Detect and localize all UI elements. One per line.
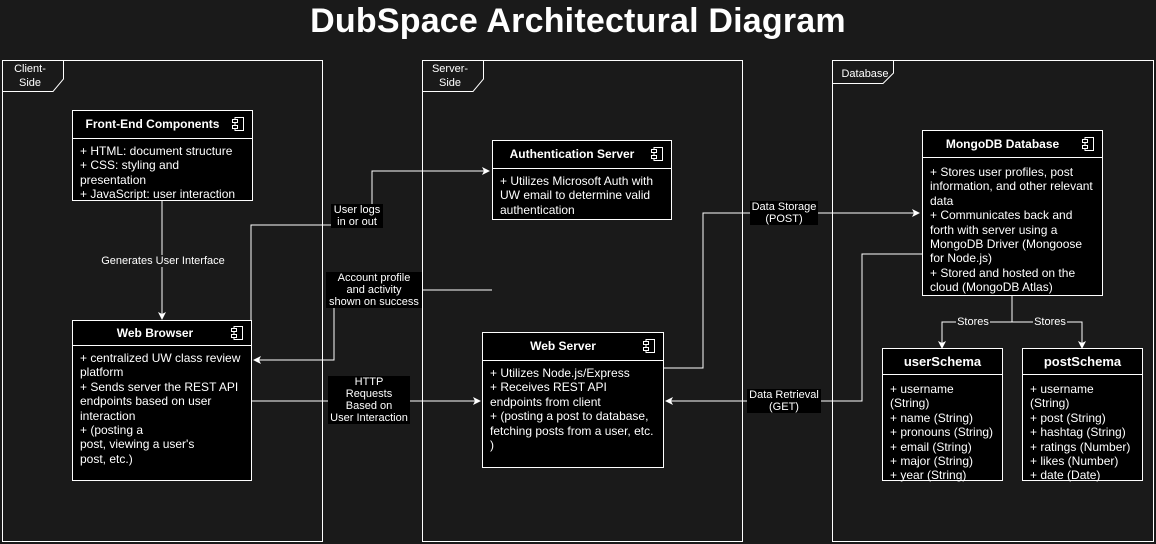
post-schema-title: postSchema — [1023, 349, 1142, 375]
component-icon — [643, 339, 655, 353]
edge-label-account-profile: Account profile and activity shown on su… — [326, 272, 422, 308]
post-schema-fields: + username (String) + post (String) + ha… — [1030, 382, 1131, 483]
mongodb-database-items: + Stores user profiles, post information… — [930, 165, 1093, 295]
authentication-server-title: Authentication Server — [493, 141, 671, 169]
component-icon — [651, 147, 663, 161]
authentication-server-box[interactable]: Authentication Server + Utilizes Microso… — [492, 140, 672, 220]
user-schema-box[interactable]: userSchema + username (String) + name (S… — [882, 348, 1003, 483]
frontend-components-title: Front-End Components — [73, 111, 252, 139]
web-server-title: Web Server — [483, 333, 663, 361]
edge-label-stores-post: Stores — [1033, 316, 1067, 328]
edge-label-data-retrieval: Data Retrieval (GET) — [747, 389, 821, 413]
lane-database: Database — [832, 60, 1154, 542]
user-schema-fields: + username (String) + name (String) + pr… — [890, 382, 994, 483]
lane-database-label: Database — [841, 68, 889, 80]
mongodb-database-title: MongoDB Database — [923, 131, 1102, 158]
component-icon — [231, 326, 243, 340]
edge-label-stores-user: Stores — [956, 316, 990, 328]
web-browser-box[interactable]: Web Browser + centralized UW class revie… — [72, 320, 252, 481]
lane-database-tab: Database — [833, 61, 894, 91]
lane-client-label: Client- Side — [14, 63, 46, 89]
diagram-title: DubSpace Architectural Diagram — [310, 2, 846, 40]
mongodb-database-box[interactable]: MongoDB Database + Stores user profiles,… — [922, 130, 1103, 296]
web-server-box[interactable]: Web Server + Utilizes Node.js/Express + … — [482, 332, 664, 468]
user-schema-title: userSchema — [883, 349, 1002, 375]
frontend-components-box[interactable]: Front-End Components + HTML: document st… — [72, 110, 253, 201]
component-icon — [1082, 137, 1094, 151]
authentication-server-items: + Utilizes Microsoft Auth with UW email … — [500, 174, 654, 217]
web-browser-title: Web Browser — [73, 321, 251, 346]
edge-label-http-requests: HTTP Requests Based on User Interaction — [328, 376, 410, 424]
lane-client-side: Client- Side — [2, 60, 323, 542]
edge-label-data-storage: Data Storage (POST) — [750, 201, 818, 225]
edge-label-generates-ui: Generates User Interface — [100, 255, 226, 267]
frontend-components-items: + HTML: document structure + CSS: stylin… — [80, 144, 236, 202]
web-browser-items: + centralized UW class review platform +… — [73, 351, 251, 466]
post-schema-box[interactable]: postSchema + username (String) + post (S… — [1022, 348, 1143, 483]
lane-server-label: Server- Side — [431, 63, 469, 89]
web-server-items: + Utilizes Node.js/Express + Receives RE… — [490, 366, 654, 453]
lane-server-side: Server- Side — [422, 60, 743, 542]
lane-client-tab: Client- Side — [3, 61, 64, 92]
lane-server-tab: Server- Side — [423, 61, 484, 92]
edge-label-user-logs: User logs in or out — [331, 204, 383, 228]
component-icon — [232, 117, 244, 131]
edge-data-storage — [664, 209, 920, 369]
web-browser-item: + centralized UW class review platform +… — [80, 351, 241, 466]
